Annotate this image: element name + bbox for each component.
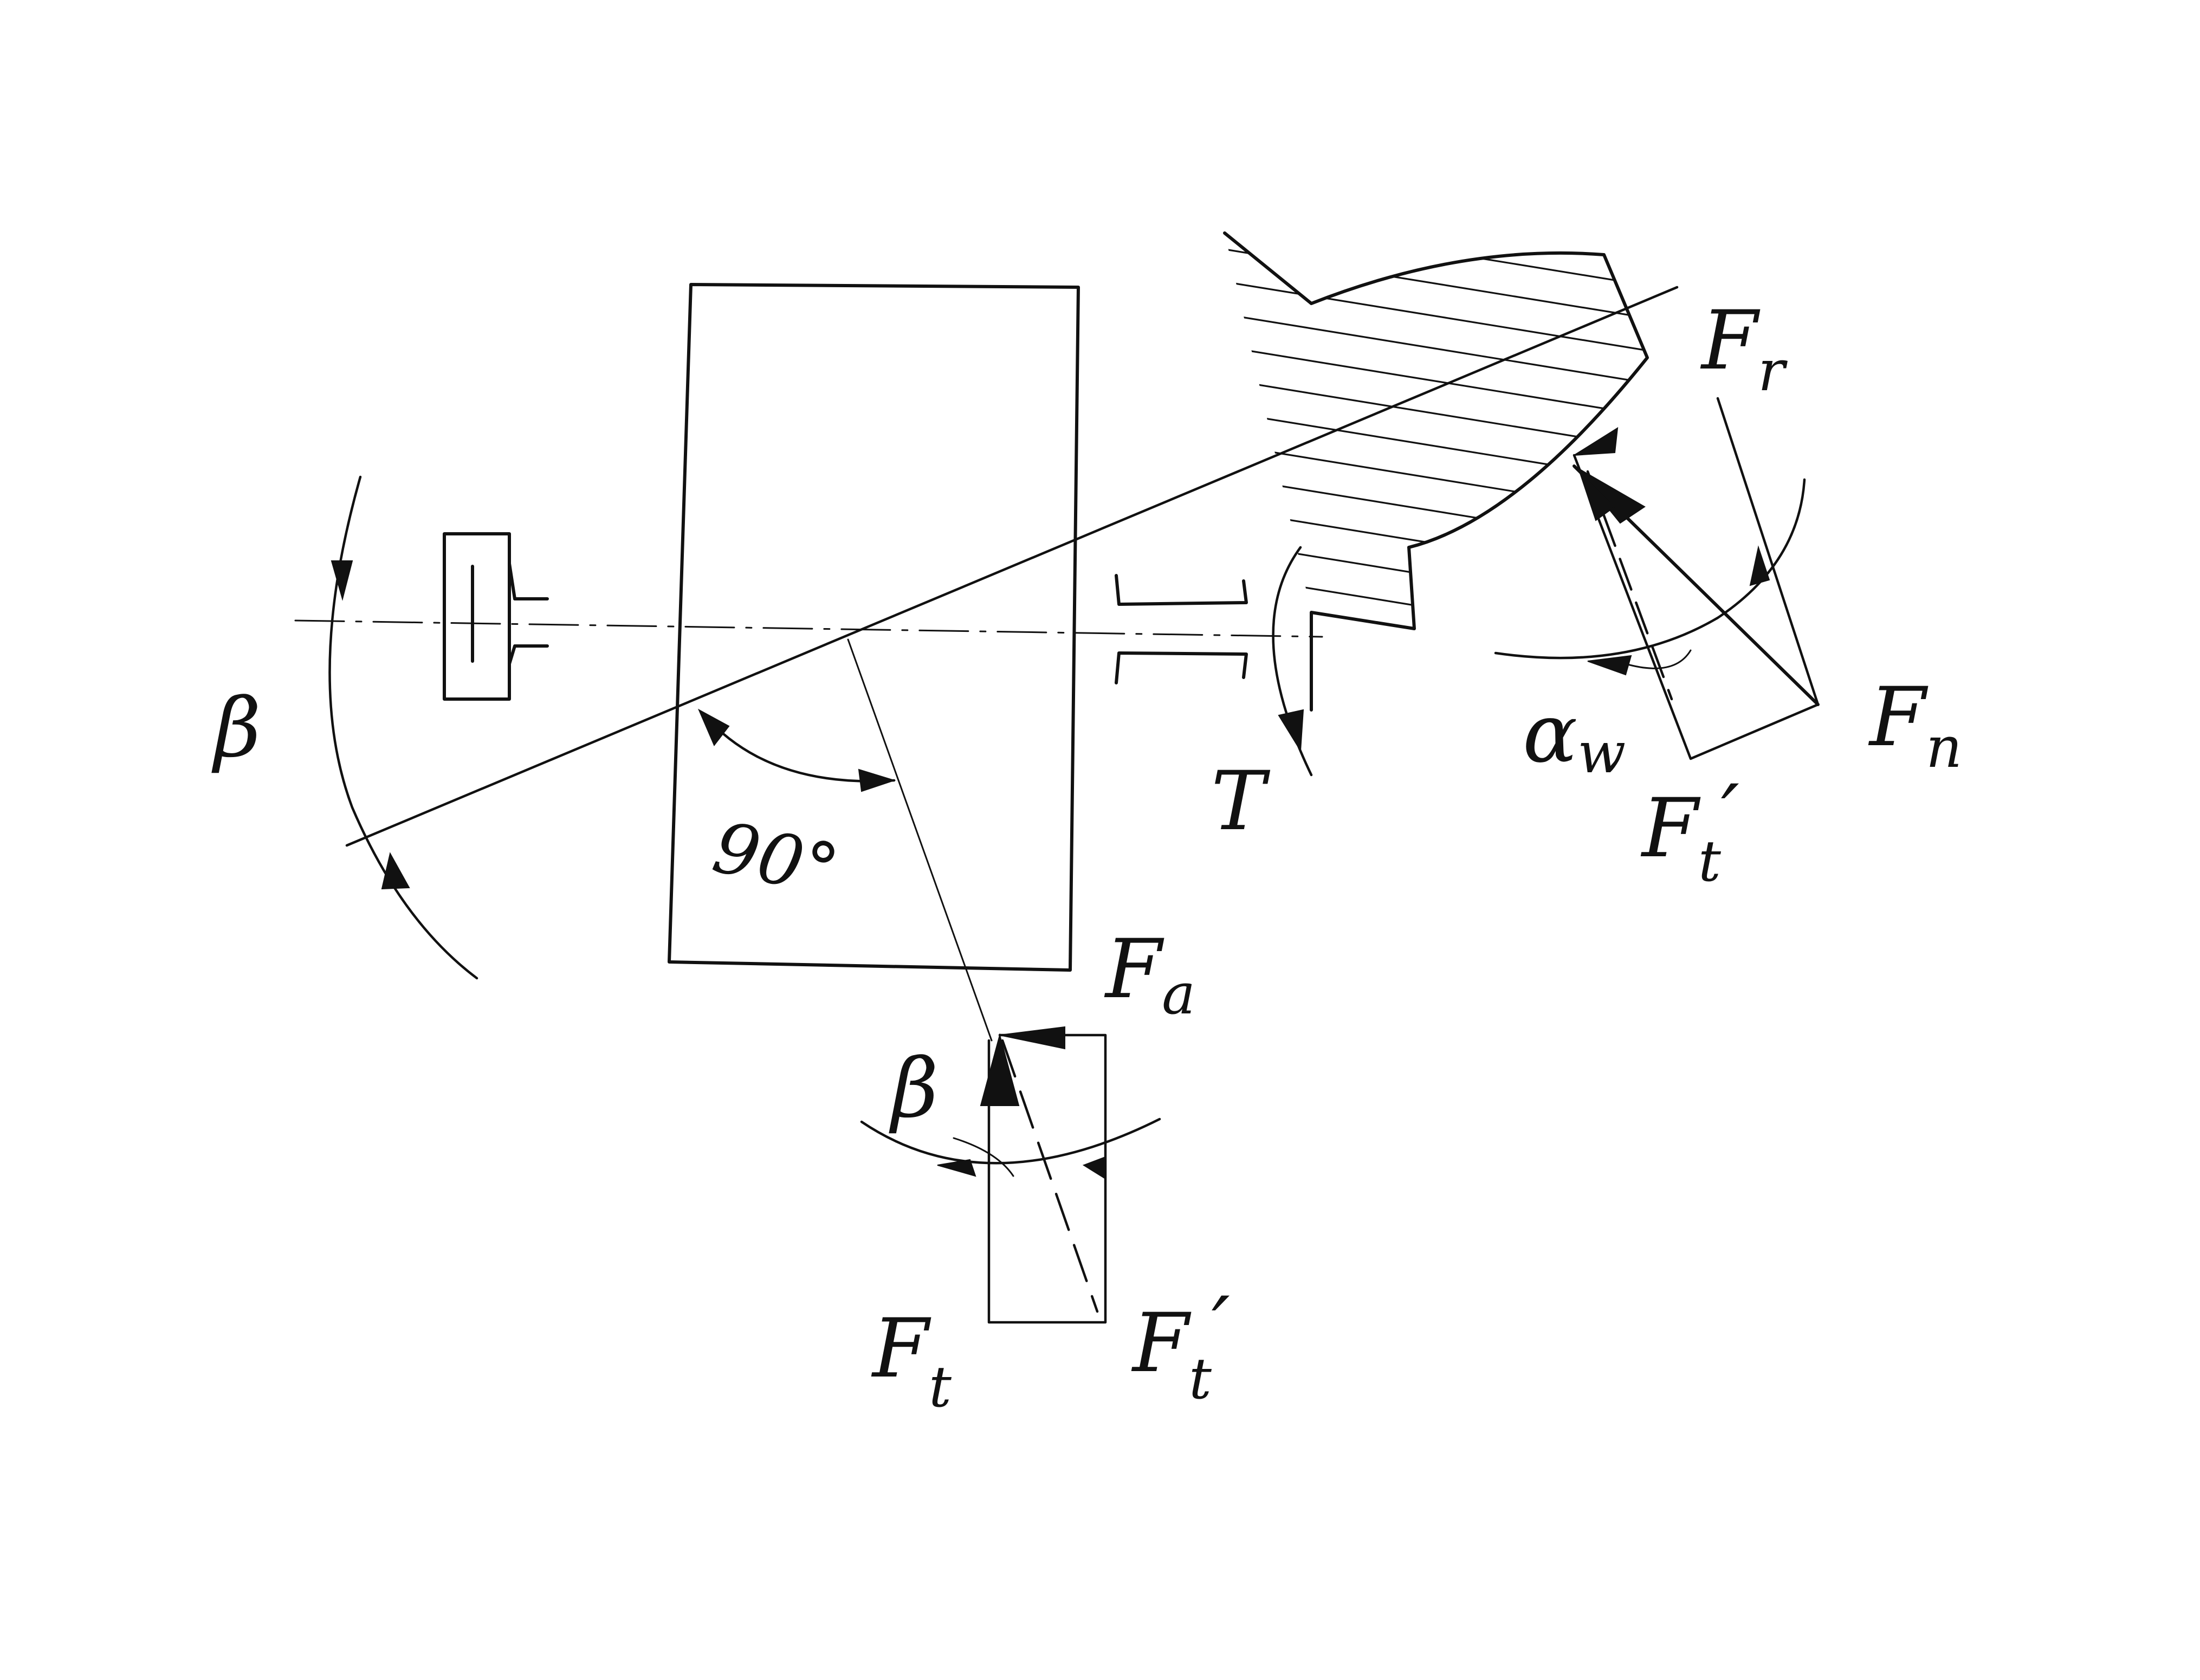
label-Ft-prime-bottom: Ft′ <box>1131 1280 1230 1412</box>
axial-force-rectangle <box>987 1033 1107 1324</box>
coupling-flange-bottom <box>508 644 549 665</box>
coupling-flange-top <box>508 562 549 600</box>
beta-arrowhead-top <box>331 560 353 601</box>
coupling-body <box>443 532 511 701</box>
pressure-angle-arc <box>1625 649 1692 669</box>
label-alpha-w: αw <box>1523 687 1626 786</box>
normal-line <box>847 638 993 1042</box>
beta-bottom-small-arc <box>953 1137 1014 1177</box>
Fn-arrowhead <box>1574 466 1646 524</box>
label-Ft-bottom: Ft <box>871 1302 952 1420</box>
right-angle-arrowhead-right <box>858 768 896 792</box>
wheel-section-outline <box>1223 231 1649 712</box>
beta-arc-left <box>328 475 478 980</box>
Fr-arrowhead <box>1574 427 1619 456</box>
Ft-prime-right-arrowhead <box>1579 471 1616 521</box>
label-Fn: Fn <box>1868 670 1962 780</box>
torque-arc <box>1272 546 1313 777</box>
label-torque: T <box>1211 754 1271 849</box>
rotation-arc-right-arrowhead-bottom <box>1587 655 1632 676</box>
bearing-bottom <box>1115 651 1248 684</box>
tangential-force-Ft-prime-bottom <box>1001 1039 1099 1313</box>
label-90-degrees: 90° <box>707 806 846 913</box>
bearing-top <box>1115 574 1248 606</box>
label-Fr: Fr <box>1700 294 1788 404</box>
radial-force-parallelogram <box>1573 397 1820 760</box>
tangential-force-Ft-prime-right <box>1586 470 1673 701</box>
label-Fa: Fa <box>1104 922 1195 1027</box>
right-angle-arrowhead-left <box>697 708 730 746</box>
torque-arrowhead <box>1278 709 1304 753</box>
gear-body <box>668 283 1080 972</box>
beta-arc-bottom-arrowhead-left <box>937 1159 976 1177</box>
rotation-arc-right <box>1494 478 1806 660</box>
Fa-arrowhead <box>999 1026 1065 1050</box>
wheel-section-hatching <box>1225 233 1647 629</box>
beta-arc-bottom <box>860 1117 1161 1165</box>
label-Ft-prime-right: Ft′ <box>1640 768 1739 894</box>
helix-line <box>345 286 1679 847</box>
Ft-arrowhead <box>980 1033 1020 1106</box>
beta-arrowhead-bottom <box>381 852 410 890</box>
label-beta-bottom: β <box>889 1042 939 1136</box>
shaft-axis-line <box>294 619 1323 638</box>
label-beta-left: β <box>211 681 261 776</box>
beta-arc-bottom-arrowhead-right <box>1082 1156 1106 1180</box>
rotation-arc-right-arrowhead-top <box>1749 545 1770 586</box>
